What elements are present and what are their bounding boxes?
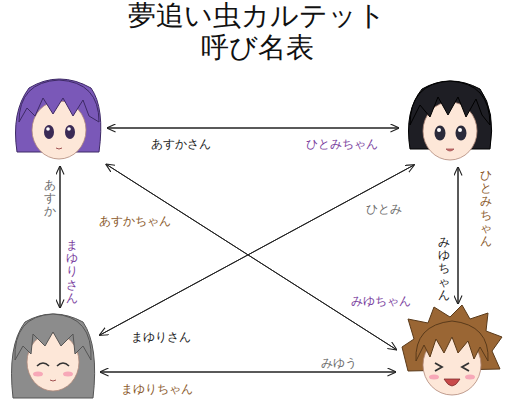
nickname-label: まゆりさん <box>130 330 192 344</box>
name-arrow <box>100 372 396 373</box>
nickname-label: みゆう <box>320 356 358 370</box>
character-node <box>403 83 498 163</box>
nickname-label: ひとみちゃん <box>480 168 492 249</box>
character-node <box>400 308 505 403</box>
name-arrow <box>100 165 415 335</box>
label-slot: みゆちゃん <box>438 235 450 303</box>
name-arrow <box>60 166 61 308</box>
name-arrow <box>60 166 61 308</box>
character-node <box>15 82 103 162</box>
label-slot: まゆりさん <box>130 326 192 345</box>
name-arrow <box>107 128 399 129</box>
character-node <box>10 312 96 400</box>
name-arrow <box>106 164 397 350</box>
face-illustration <box>402 305 502 395</box>
label-slot: ひとみ <box>365 198 403 217</box>
nickname-label: あすかさん <box>150 137 212 151</box>
nickname-label: みゆちゃん <box>438 235 450 303</box>
face-illustration <box>16 79 101 159</box>
label-slot: ひとみちゃん <box>305 133 379 152</box>
title-slot: 夢追い虫カルテット 呼び名表 <box>127 0 387 64</box>
name-arrow <box>458 167 459 304</box>
face-illustration <box>409 81 492 160</box>
nickname-label: まゆりちゃん <box>120 382 194 396</box>
label-slot: みゆう <box>320 352 358 371</box>
label-slot: まゆりさん <box>66 238 78 306</box>
label-slot: あすかちゃん <box>98 210 172 229</box>
face-illustration <box>12 314 95 398</box>
name-arrow <box>106 164 397 350</box>
nickname-label: まゆりさん <box>66 238 78 306</box>
label-slot: ひとみちゃん <box>480 168 492 249</box>
nickname-label: あすかちゃん <box>98 214 172 228</box>
name-arrow <box>100 372 396 373</box>
nickname-label: あすか <box>44 178 56 220</box>
label-slot: あすか <box>44 178 56 220</box>
name-arrow <box>458 167 459 304</box>
name-arrow <box>100 165 415 335</box>
label-slot: みゆちゃん <box>350 290 412 309</box>
label-slot: まゆりちゃん <box>120 378 194 397</box>
diagram-title: 夢追い虫カルテット 呼び名表 <box>127 0 387 64</box>
nickname-label: ひとみ <box>365 202 403 216</box>
nickname-label: みゆちゃん <box>350 294 412 308</box>
name-arrow <box>107 128 399 129</box>
nickname-label: ひとみちゃん <box>305 137 379 151</box>
label-slot: あすかさん <box>150 133 212 152</box>
